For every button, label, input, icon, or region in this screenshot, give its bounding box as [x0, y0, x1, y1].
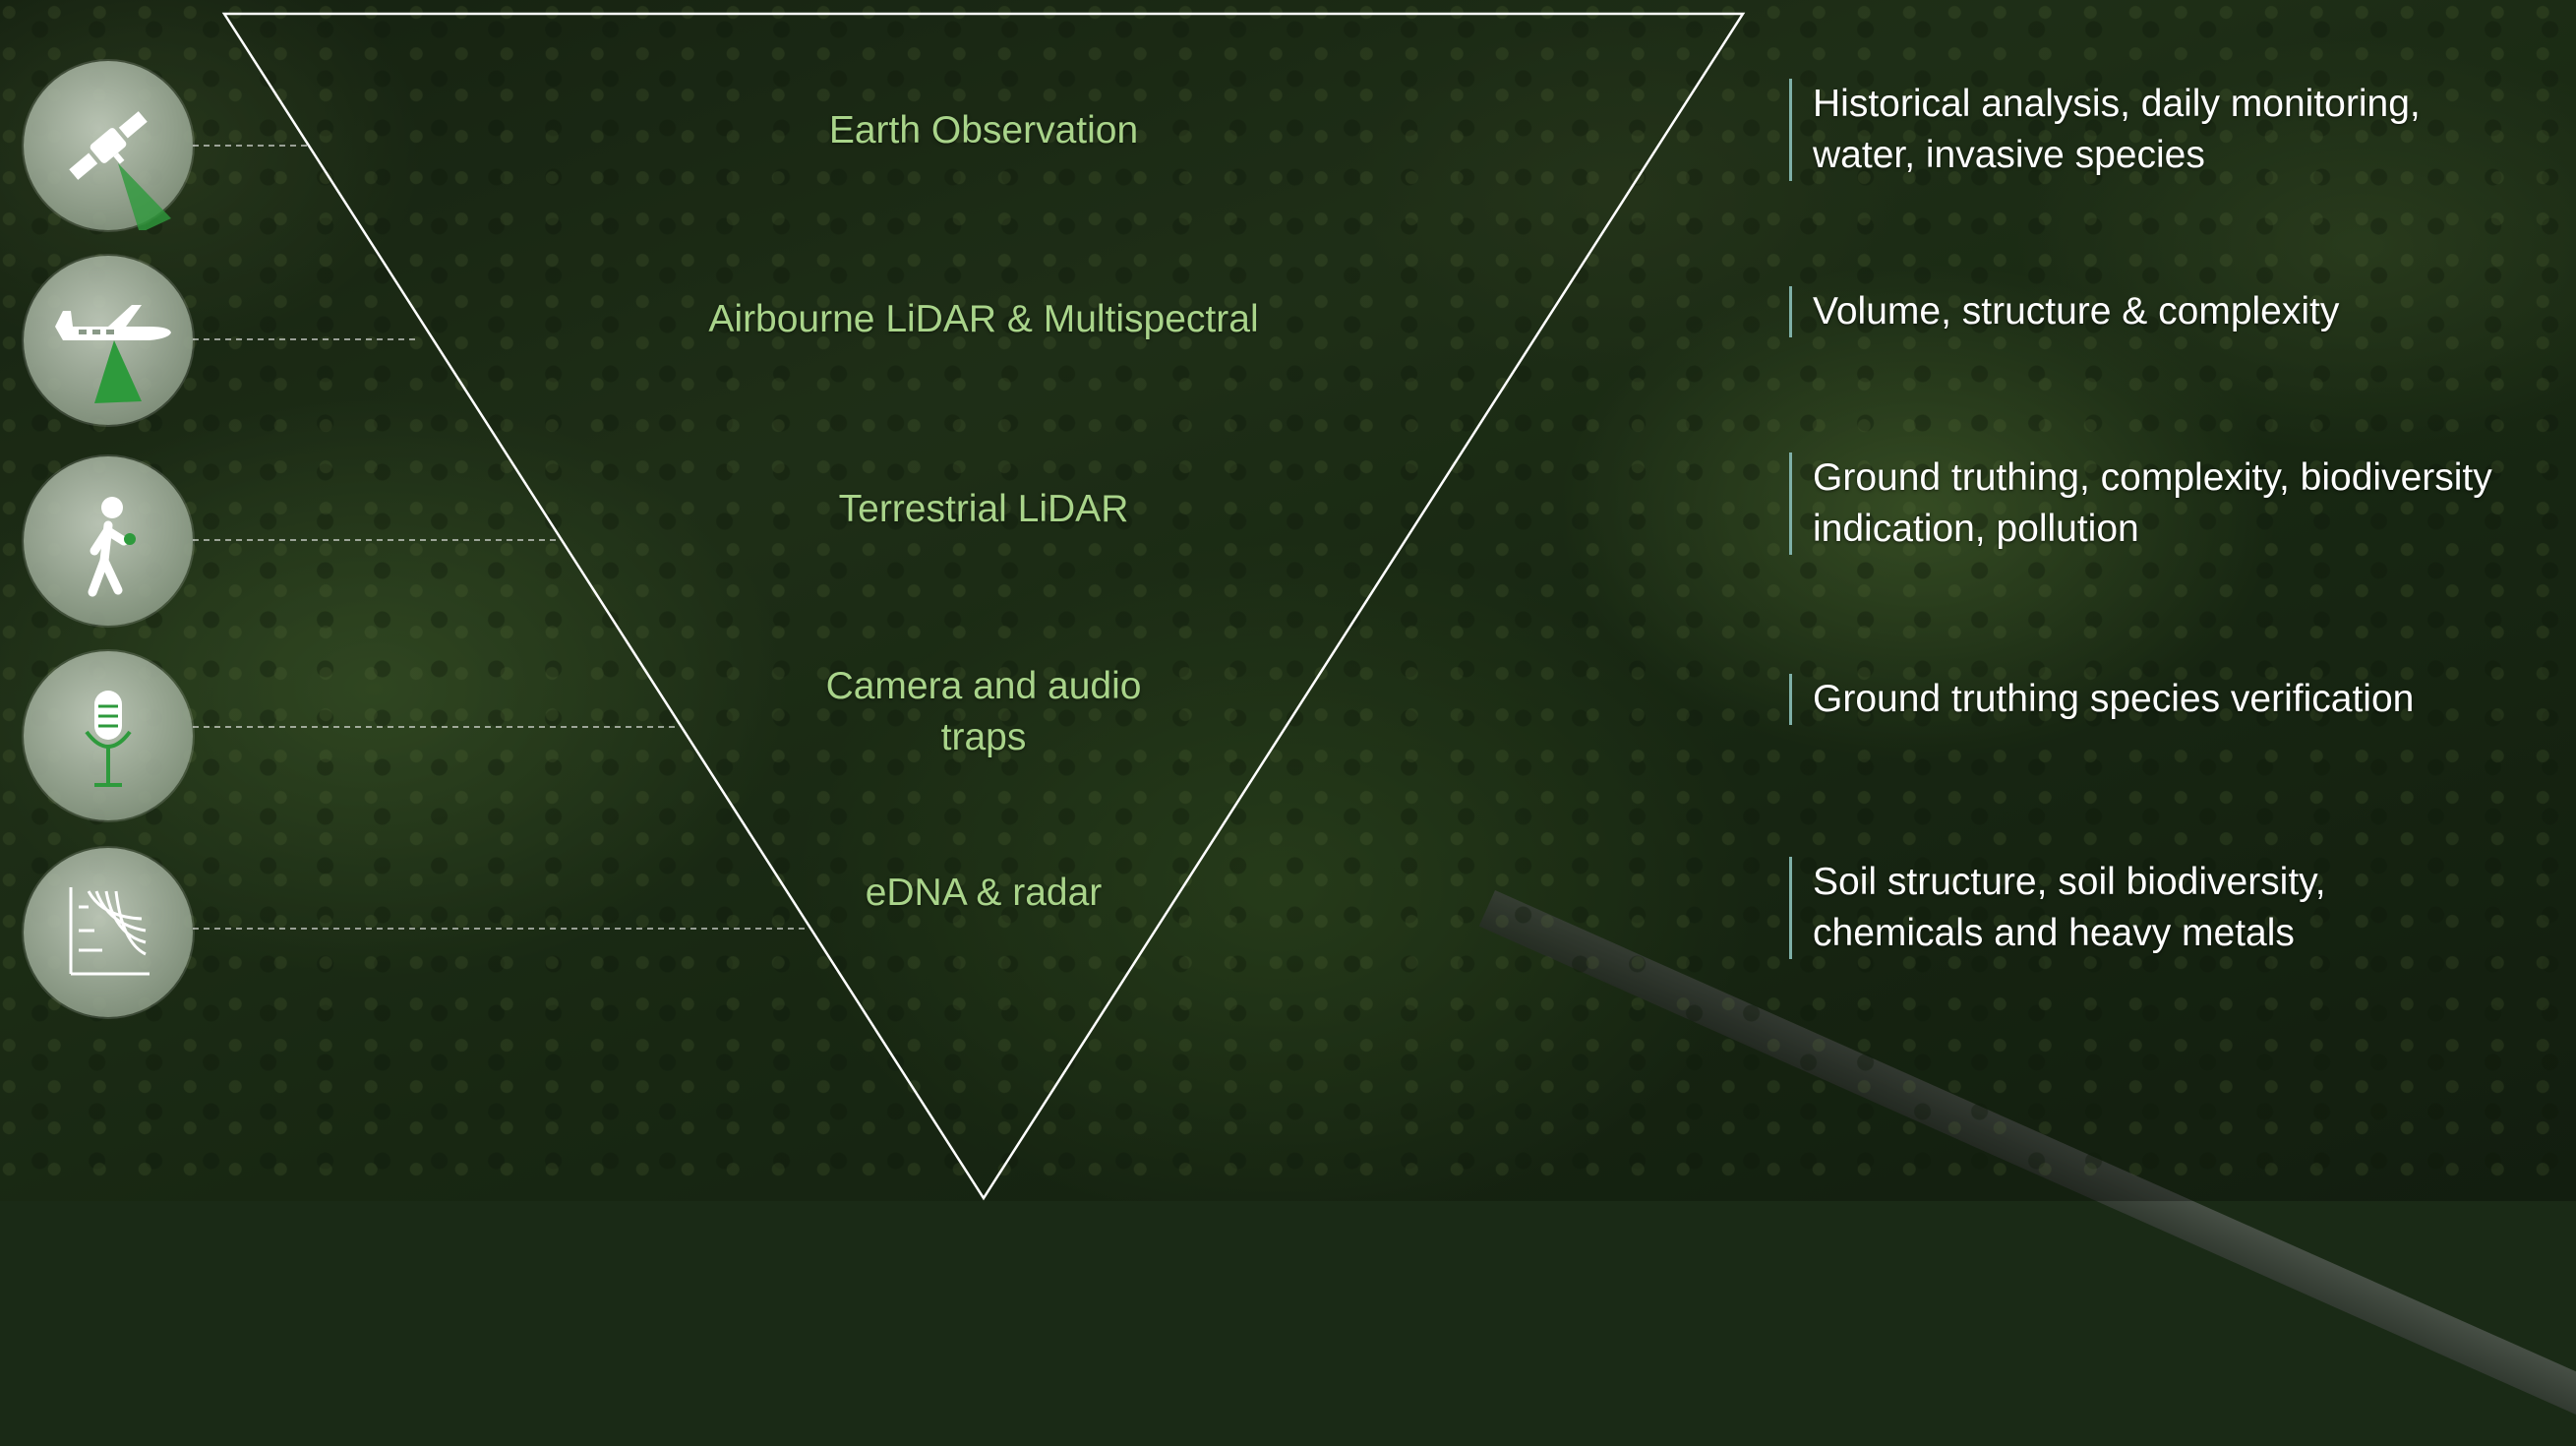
description-line: water, invasive species: [1813, 134, 2205, 176]
walking-person-icon: [24, 456, 193, 626]
forest-background: [0, 0, 2576, 1201]
description-line: chemicals and heavy metals: [1813, 912, 2295, 954]
tier-label-earth-observation: Earth Observation: [828, 109, 1139, 151]
description-airborne-lidar: Volume, structure & complexity: [1789, 286, 2339, 337]
description-line: Historical analysis, daily monitoring,: [1813, 83, 2421, 125]
description-line: indication, pollution: [1813, 508, 2139, 550]
description-terrestrial-lidar: Ground truthing, complexity, biodiversit…: [1789, 452, 2492, 555]
description-edna-radar: Soil structure, soil biodiversity, chemi…: [1789, 857, 2326, 959]
satellite-icon: [24, 61, 193, 230]
description-line: Volume, structure & complexity: [1813, 290, 2340, 332]
dark-overlay: [0, 0, 2576, 1201]
tier-label-edna-radar: eDNA & radar: [865, 872, 1103, 914]
funnel-diagram: [193, 12, 1746, 1201]
soil-layers-icon: [24, 848, 193, 1017]
description-line: Ground truthing, complexity, biodiversit…: [1813, 456, 2492, 499]
airplane-icon: [24, 256, 193, 425]
description-earth-observation: Historical analysis, daily monitoring, w…: [1789, 79, 2421, 181]
canopy-texture: [0, 0, 2576, 1201]
tier-label-camera-audio-traps: Camera and audio traps: [679, 661, 1288, 763]
description-line: Ground truthing species verification: [1813, 678, 2415, 720]
tier-label-terrestrial-lidar: Terrestrial LiDAR: [838, 488, 1129, 530]
funnel-triangle: [221, 12, 1746, 1201]
description-line: Soil structure, soil biodiversity,: [1813, 861, 2326, 903]
tier-label-line-1: Camera and audio: [825, 665, 1142, 707]
microphone-icon: [24, 651, 193, 820]
tier-label-line-2: traps: [940, 716, 1027, 758]
description-camera-audio-traps: Ground truthing species verification: [1789, 674, 2414, 725]
tier-label-airborne-lidar: Airbourne LiDAR & Multispectral: [708, 298, 1259, 340]
